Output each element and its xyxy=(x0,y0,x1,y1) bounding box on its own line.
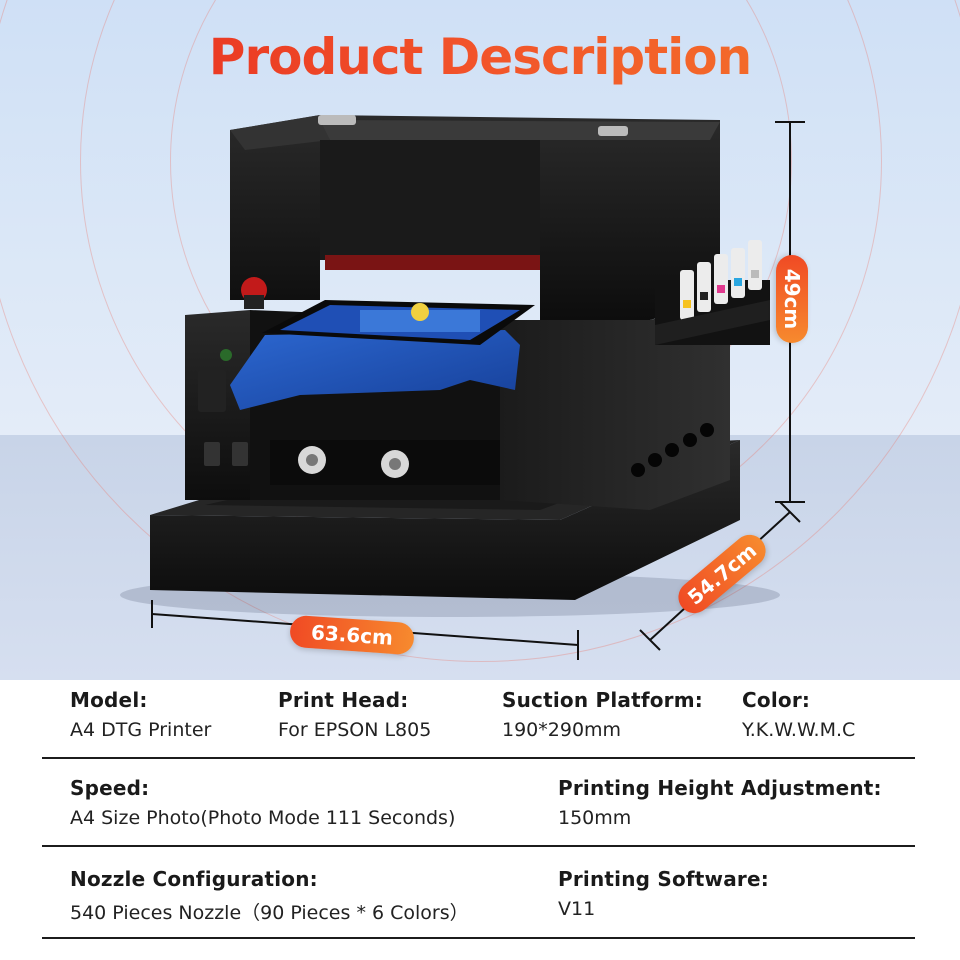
ink-bottles xyxy=(655,240,770,345)
divider xyxy=(42,757,915,759)
hero-section: Product Description xyxy=(0,0,960,680)
switch-icon xyxy=(204,442,220,466)
decorative-ring xyxy=(0,0,960,662)
nozzle-knob-icon xyxy=(381,450,409,478)
divider xyxy=(42,937,915,939)
printer-illustration xyxy=(120,115,805,660)
spec-printing-software: Printing Software: V11 xyxy=(558,867,769,920)
height-dimension-label: 49cm xyxy=(776,255,808,343)
garment-shirt xyxy=(230,330,520,410)
switch-icon xyxy=(232,442,248,466)
printer-base xyxy=(150,440,740,600)
spec-model: Model: A4 DTG Printer xyxy=(70,688,212,741)
page-title: Product Description xyxy=(0,28,960,86)
spec-speed: Speed: A4 Size Photo(Photo Mode 111 Seco… xyxy=(70,776,456,829)
power-led-icon xyxy=(220,349,232,361)
divider xyxy=(42,845,915,847)
spec-nozzle-configuration: Nozzle Configuration: 540 Pieces Nozzle（… xyxy=(70,867,469,924)
spec-color: Color: Y.K.W.W.M.C xyxy=(742,688,856,741)
nozzle-knob-icon xyxy=(298,446,326,474)
spec-print-head: Print Head: For EPSON L805 xyxy=(278,688,432,741)
spec-printing-height: Printing Height Adjustment: 150mm xyxy=(558,776,882,829)
control-panel xyxy=(198,370,226,412)
spec-section: Model: A4 DTG Printer Print Head: For EP… xyxy=(0,680,960,960)
spec-suction-platform: Suction Platform: 190*290mm xyxy=(502,688,703,741)
